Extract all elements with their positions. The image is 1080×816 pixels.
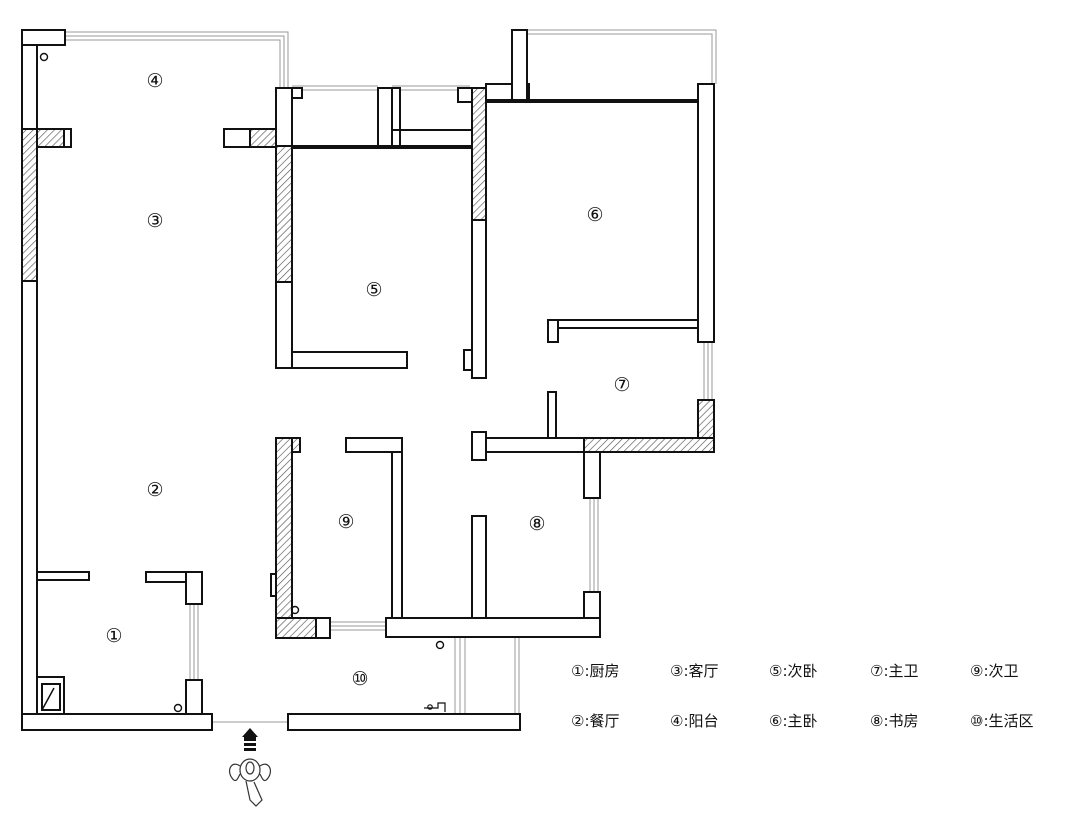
room-marker-5: ⑤ <box>365 279 382 301</box>
legend-item-3: ③:客厅 <box>670 662 719 680</box>
drain-icon <box>290 605 300 615</box>
legend-item-4: ④:阳台 <box>670 712 719 730</box>
legend: ①:厨房 ③:客厅 ⑤:次卧 ⑦:主卫 ⑨:次卫 ②:餐厅 ④:阳台 ⑥:主卧 … <box>571 662 1034 730</box>
drain-icon <box>173 703 183 713</box>
fixtures <box>39 52 446 713</box>
entrance-arrow-icon <box>242 728 258 751</box>
faucet-icon <box>424 702 446 712</box>
legend-item-9: ⑨:次卫 <box>970 662 1019 680</box>
legend-item-2: ②:餐厅 <box>571 712 620 730</box>
room-labels: ④ ③ ⑤ ⑥ ⑦ ② ⑨ ⑧ ① ⑩ <box>105 70 630 690</box>
legend-item-5: ⑤:次卧 <box>769 662 818 680</box>
legend-item-10: ⑩:生活区 <box>970 712 1034 730</box>
room-marker-4: ④ <box>146 70 163 92</box>
legend-item-6: ⑥:主卧 <box>769 712 818 730</box>
windows <box>65 29 717 723</box>
room-marker-2: ② <box>146 479 163 501</box>
legend-item-8: ⑧:书房 <box>870 712 919 730</box>
walls <box>21 29 715 731</box>
legend-item-1: ①:厨房 <box>571 662 620 680</box>
room-marker-8: ⑧ <box>528 513 545 535</box>
room-marker-3: ③ <box>146 210 163 232</box>
room-marker-9: ⑨ <box>337 511 354 533</box>
legend-item-7: ⑦:主卫 <box>870 662 919 680</box>
room-marker-7: ⑦ <box>613 374 630 396</box>
drain-icon <box>39 52 49 62</box>
room-marker-10: ⑩ <box>351 668 368 690</box>
room-marker-6: ⑥ <box>586 204 603 226</box>
drain-icon <box>435 640 445 650</box>
room-marker-1: ① <box>105 625 122 647</box>
person-icon <box>228 758 272 807</box>
